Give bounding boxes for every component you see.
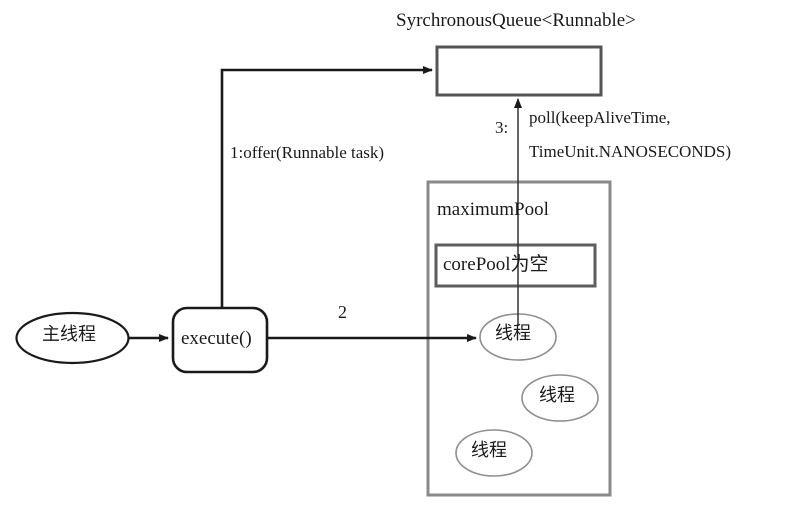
- execute-label: execute(): [181, 328, 252, 349]
- thread-label-1: 线程: [495, 323, 531, 344]
- execute-box: [171, 306, 269, 374]
- synchronous-queue-box: [435, 45, 603, 97]
- arrow-offer-to-queue: [220, 66, 433, 308]
- thread-label-2: 线程: [539, 385, 575, 406]
- edge-label-offer: 1:offer(Runnable task): [230, 143, 385, 162]
- edge-label-poll-index: 3:: [495, 118, 509, 137]
- maximum-pool-label: maximumPool: [437, 199, 549, 220]
- thread-ellipse-2: [521, 374, 599, 422]
- core-pool-label: corePool为空: [443, 254, 549, 275]
- edge-label-poll-line1: poll(keepAliveTime,: [529, 108, 671, 127]
- queue-title: SyrchronousQueue<Runnable>: [396, 10, 636, 31]
- thread-ellipse-3: [455, 429, 533, 477]
- main-thread-label: 主线程: [42, 324, 96, 345]
- thread-label-3: 线程: [471, 440, 507, 461]
- edge-label-poll-line2: TimeUnit.NANOSECONDS): [529, 142, 731, 161]
- edge-label-execute-to-pool: 2: [338, 302, 347, 322]
- core-pool-box: [434, 243, 597, 288]
